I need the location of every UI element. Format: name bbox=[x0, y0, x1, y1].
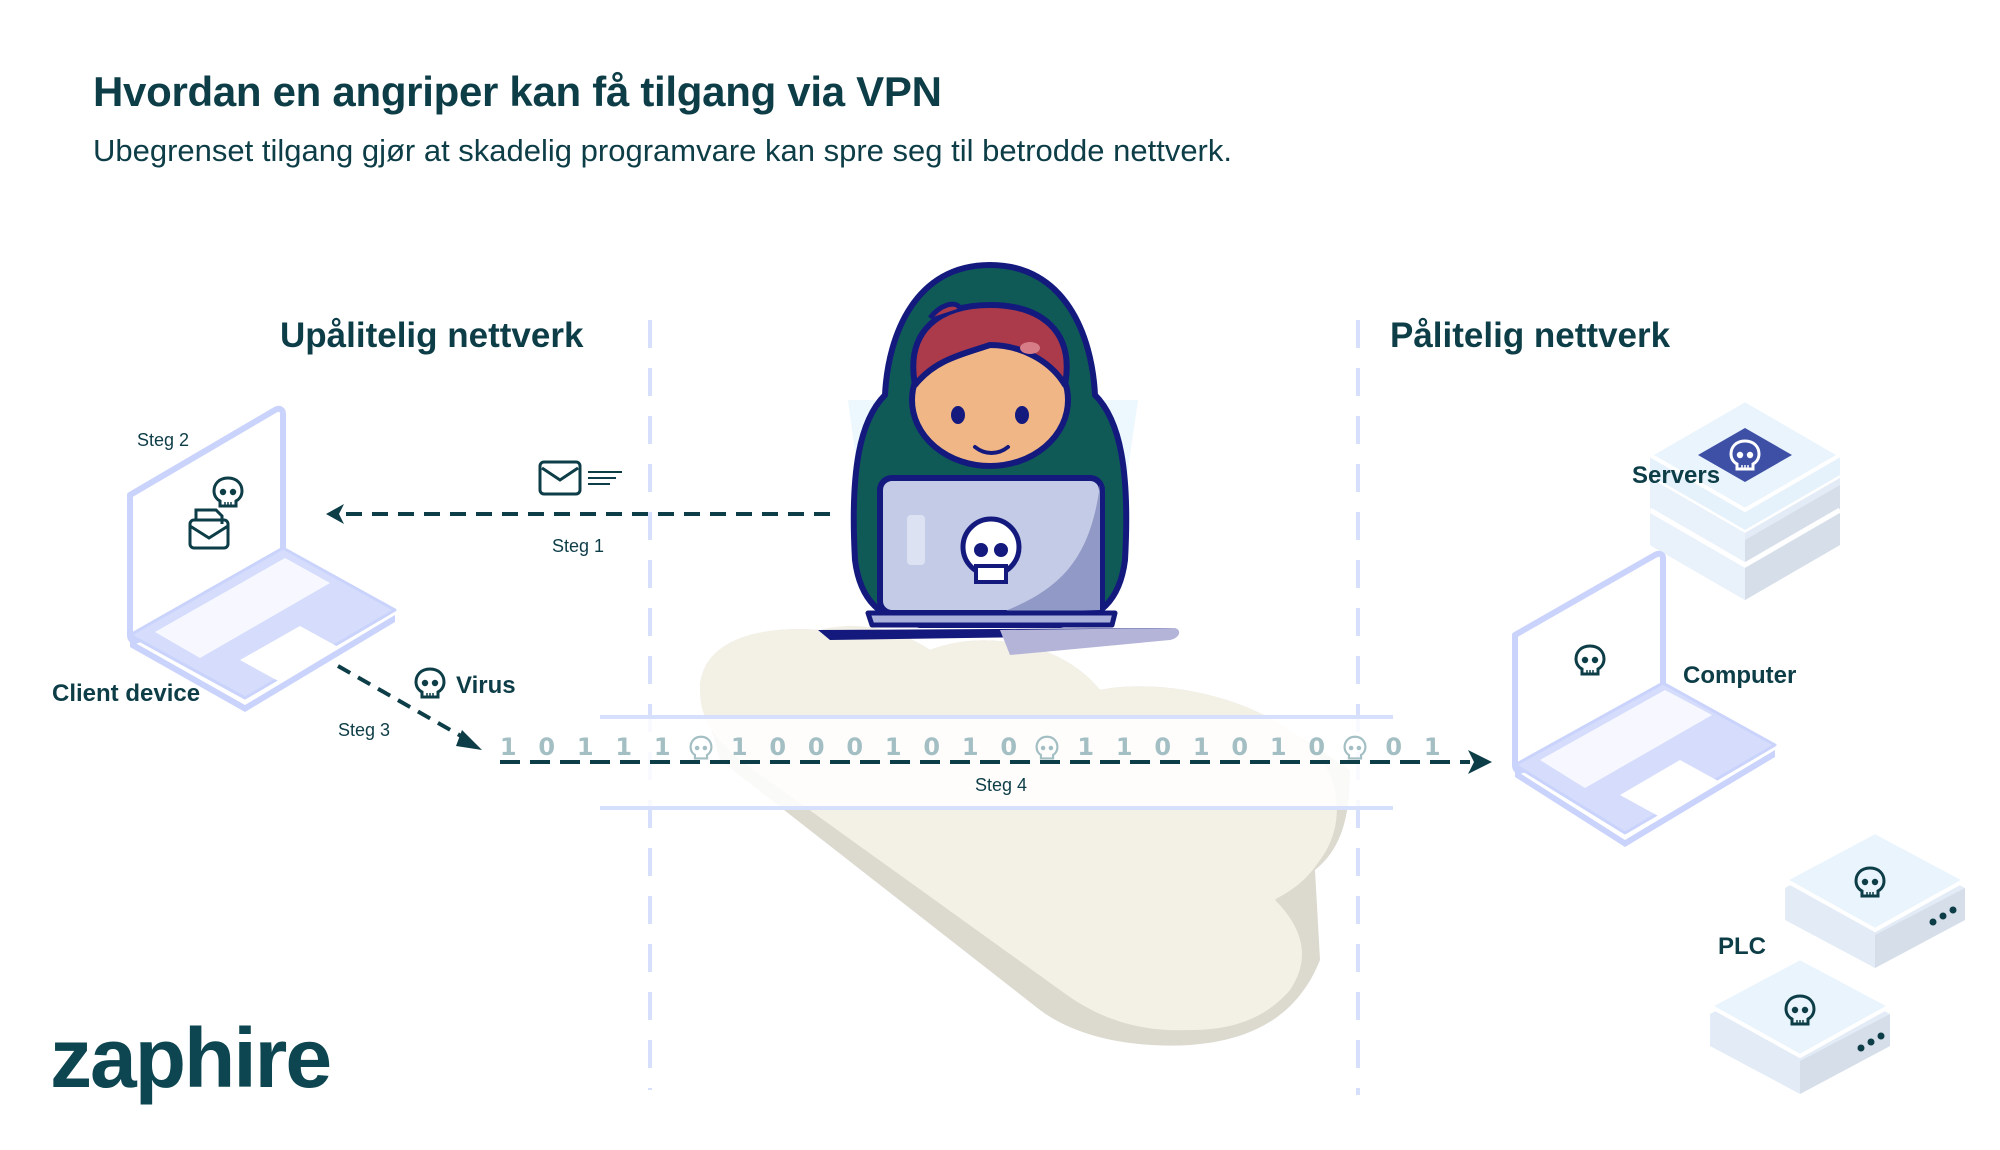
stream-bit: 1 bbox=[1077, 733, 1095, 761]
stream-bit: 0 bbox=[923, 733, 941, 761]
step3-arrowhead bbox=[456, 730, 482, 750]
stream-bit: 0 bbox=[846, 733, 864, 761]
plc-box-bottom bbox=[1705, 955, 1895, 1094]
computer-label: Computer bbox=[1683, 662, 1797, 689]
servers-label: Servers bbox=[1632, 462, 1721, 489]
servers-stack bbox=[1646, 397, 1844, 600]
client-device-label: Client device bbox=[52, 680, 201, 707]
step3-arrow-line bbox=[337, 664, 469, 742]
stream-bit: 0 bbox=[1385, 733, 1403, 761]
zaphire-logo: zaphire bbox=[50, 1011, 332, 1105]
stream-bit: 0 bbox=[769, 733, 787, 761]
trusted-network-heading: Pålitelig nettverk bbox=[1390, 316, 1671, 355]
stream-bit: 1 bbox=[576, 733, 594, 761]
virus-label: Virus bbox=[456, 672, 516, 699]
stream-bit: 1 bbox=[884, 733, 902, 761]
step1-arrowhead bbox=[326, 504, 344, 524]
stream-bit: 0 bbox=[807, 733, 825, 761]
step1-label: Steg 1 bbox=[552, 536, 605, 556]
stream-bit: 1 bbox=[615, 733, 633, 761]
stream-skull-icon bbox=[682, 733, 721, 763]
stream-bit: 0 bbox=[1308, 733, 1326, 761]
stream-bit: 0 bbox=[1154, 733, 1172, 761]
stream-bit: 0 bbox=[1000, 733, 1018, 761]
hacker-illustration bbox=[818, 261, 1180, 655]
email-attachment-icon bbox=[188, 508, 230, 550]
vpn-cloud bbox=[700, 626, 1350, 1046]
step4-label: Steg 4 bbox=[975, 775, 1028, 795]
step4-arrowhead bbox=[1468, 750, 1492, 774]
stream-bit: 1 bbox=[1192, 733, 1210, 761]
stream-bit: 1 bbox=[1269, 733, 1287, 761]
step2-label: Steg 2 bbox=[137, 430, 190, 450]
stream-bit: 0 bbox=[538, 733, 556, 761]
client-device-laptop bbox=[127, 405, 397, 712]
stream-bit: 1 bbox=[1115, 733, 1133, 761]
hacker-laptop-skull-icon bbox=[960, 516, 1022, 584]
computer-laptop bbox=[1512, 550, 1777, 847]
stream-skull-icon bbox=[1028, 733, 1067, 763]
stream-bit: 0 bbox=[1231, 733, 1249, 761]
stream-bit: 1 bbox=[653, 733, 671, 761]
plc-label: PLC bbox=[1718, 933, 1766, 960]
untrusted-network-heading: Upålitelig nettverk bbox=[280, 316, 584, 355]
stream-bit: 1 bbox=[961, 733, 979, 761]
step3-label: Steg 3 bbox=[338, 720, 391, 740]
stream-bit: 1 bbox=[730, 733, 748, 761]
virus-skull-icon bbox=[414, 667, 446, 699]
page-subtitle: Ubegrenset tilgang gjør at skadelig prog… bbox=[93, 133, 1232, 168]
stream-bit: 1 bbox=[1423, 733, 1441, 761]
stream-bit: 1 bbox=[499, 733, 517, 761]
page-title: Hvordan en angriper kan få tilgang via V… bbox=[93, 68, 942, 115]
email-icon bbox=[538, 460, 622, 496]
stream-skull-icon bbox=[1336, 733, 1375, 763]
plc-box-top bbox=[1780, 829, 1970, 968]
